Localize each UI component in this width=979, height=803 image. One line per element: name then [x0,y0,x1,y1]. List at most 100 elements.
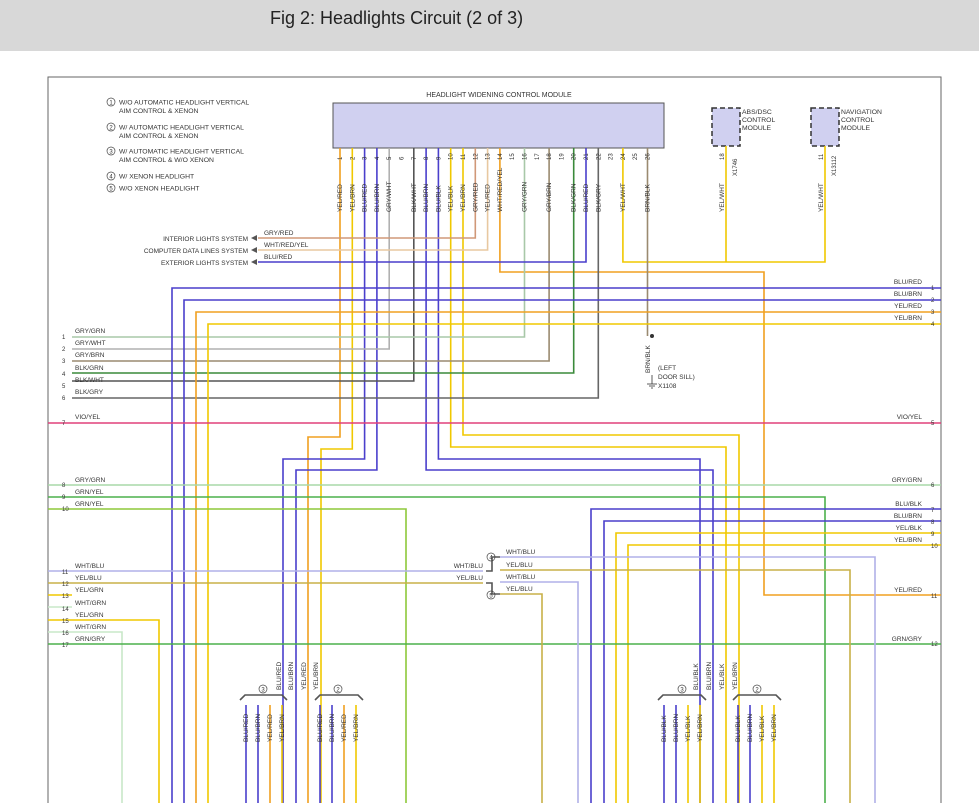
svg-text:WHT/GRN: WHT/GRN [75,600,106,607]
wire-blu-red [282,148,366,803]
svg-text:WHT/GRN: WHT/GRN [75,624,106,631]
svg-text:YEL/GRN: YEL/GRN [75,587,104,594]
pin-number: 18 [547,153,553,160]
wire-yel-blk-9 [615,532,941,803]
svg-text:6: 6 [931,483,935,489]
svg-text:5: 5 [109,187,113,193]
pin-wire-label: YEL/WHT [620,183,627,212]
svg-text:BLK/GRN: BLK/GRN [75,365,104,372]
pin-number: 1 [338,156,344,160]
wire-blu-brn [425,148,714,803]
pin-wire-label: BLU/RED [362,184,369,212]
module-pin-labels: 1YEL/RED2YEL/BRN3BLU/RED4BLU/BRN5GRY/WHT… [337,153,652,212]
svg-text:GRN/GRY: GRN/GRY [892,636,923,643]
bottom-wire-label: BLU/BLK [735,715,742,742]
svg-text:NAVIGATION: NAVIGATION [841,109,882,116]
pin-wire-label: GRY/RED [472,182,479,212]
legend-text: AIM CONTROL & W/O XENON [119,157,214,164]
wire-label: BLU/RED [264,254,292,261]
svg-text:2: 2 [62,347,66,353]
svg-text:YEL/BRN: YEL/BRN [894,537,922,544]
svg-text:8: 8 [931,520,935,526]
wire-yel-red-3 [195,311,941,803]
svg-text:2: 2 [109,126,113,132]
wire-wht-blu-sw [500,556,876,803]
pin-wire-label: YEL/BRN [349,184,356,212]
svg-text:3: 3 [261,688,265,694]
pin-wire-label: BLU/BRN [423,184,430,212]
pin-number: 23 [609,153,615,160]
diagram-frame [47,76,942,803]
svg-text:GRY/GRN: GRY/GRN [75,477,106,484]
svg-text:WHT/BLU: WHT/BLU [506,549,536,556]
wire-yel-grn-15 [48,619,160,803]
pin-number: 10 [449,153,455,160]
abs-dsc-control-module: ABS/DSC CONTROL MODULE [711,107,775,147]
abs-connector: X1746 [733,158,739,176]
bottom-wire-label: YEL/BRN [732,662,739,690]
left-connector-low: WHT/BLU YEL/BLU YEL/GRN WHT/GRN YEL/GRN … [62,563,106,649]
svg-text:2: 2 [336,688,340,694]
bottom-wire-label: BLU/RED [276,662,283,690]
svg-text:7: 7 [62,421,66,427]
headlight-widening-control-module [332,102,665,149]
bottom-wire-label: BLU/BRN [255,714,262,742]
svg-text:VIO/YEL: VIO/YEL [897,414,923,421]
pin-wire-label: YEL/RED [485,184,492,212]
bottom-group-right-options: 3 2 [677,684,762,694]
wire-yel-brn [320,148,354,803]
left-connector-top: GRY/GRN GRY/WHT GRY/BRN BLK/GRN BLK/WHT … [62,328,106,402]
svg-text:YEL/RED: YEL/RED [894,303,922,310]
pin-number: 22 [596,153,602,160]
switch-line [486,582,500,595]
bottom-wire-label: YEL/BRN [353,714,360,742]
svg-text:3: 3 [109,150,113,156]
svg-text:BRN/BLK: BRN/BLK [645,345,652,373]
svg-text:11: 11 [62,570,69,576]
wire-layer [48,146,941,803]
pin-wire-label: GRY/BRN [546,182,553,212]
bottom-wire-label: YEL/BRN [279,714,286,742]
svg-text:BLU/BRN: BLU/BRN [894,513,922,520]
svg-text:3: 3 [62,359,66,365]
legend-item-1: 1 W/O AUTOMATIC HEADLIGHT VERTICAL AIM C… [106,97,249,115]
bracket [314,694,364,701]
wire-blk-wht [72,148,415,382]
svg-text:4: 4 [62,372,66,378]
svg-text:17: 17 [62,643,69,649]
svg-text:10: 10 [931,544,938,550]
pin-wire-label: YEL/RED [337,184,344,212]
svg-text:(LEFT: (LEFT [658,365,676,372]
bracket [657,694,707,701]
svg-text:YEL/GRN: YEL/GRN [75,612,104,619]
bottom-wire-label: YEL/BRN [771,714,778,742]
svg-text:12: 12 [62,582,69,588]
svg-text:YEL/BLU: YEL/BLU [506,562,533,569]
svg-text:3: 3 [680,688,684,694]
arrow-icon [251,247,257,253]
legend-text: W/ AUTOMATIC HEADLIGHT VERTICAL [119,149,244,156]
pin-wire-label: GRY/WHT [386,181,393,212]
legend-item-5: 5 W/O XENON HEADLIGHT [106,183,199,193]
wire-yel-red [307,148,341,803]
wire-yel-brn-10 [627,544,941,803]
bottom-wire-label: BLU/RED [317,714,324,742]
wire-gry-red [258,148,477,239]
wire-yel-blk [449,148,727,803]
nav-pin: 11 [819,153,825,160]
svg-text:6: 6 [62,396,66,402]
svg-text:YEL/BLU: YEL/BLU [506,586,533,593]
arrow-icon [251,235,257,241]
pin-number: 9 [436,156,442,160]
svg-text:CONTROL: CONTROL [841,117,874,124]
pin-wire-label: WHT/RED/YEL [497,167,504,212]
wire-yel-blu-sw [500,569,851,803]
legend-text: W/O XENON HEADLIGHT [119,186,199,193]
pin-number: 19 [559,153,565,160]
wire-blu-brn-8 [603,520,941,803]
svg-text:YEL/RED: YEL/RED [894,587,922,594]
svg-text:ABS/DSC: ABS/DSC [742,109,772,116]
svg-text:2: 2 [931,298,935,304]
svg-text:11: 11 [931,594,938,600]
